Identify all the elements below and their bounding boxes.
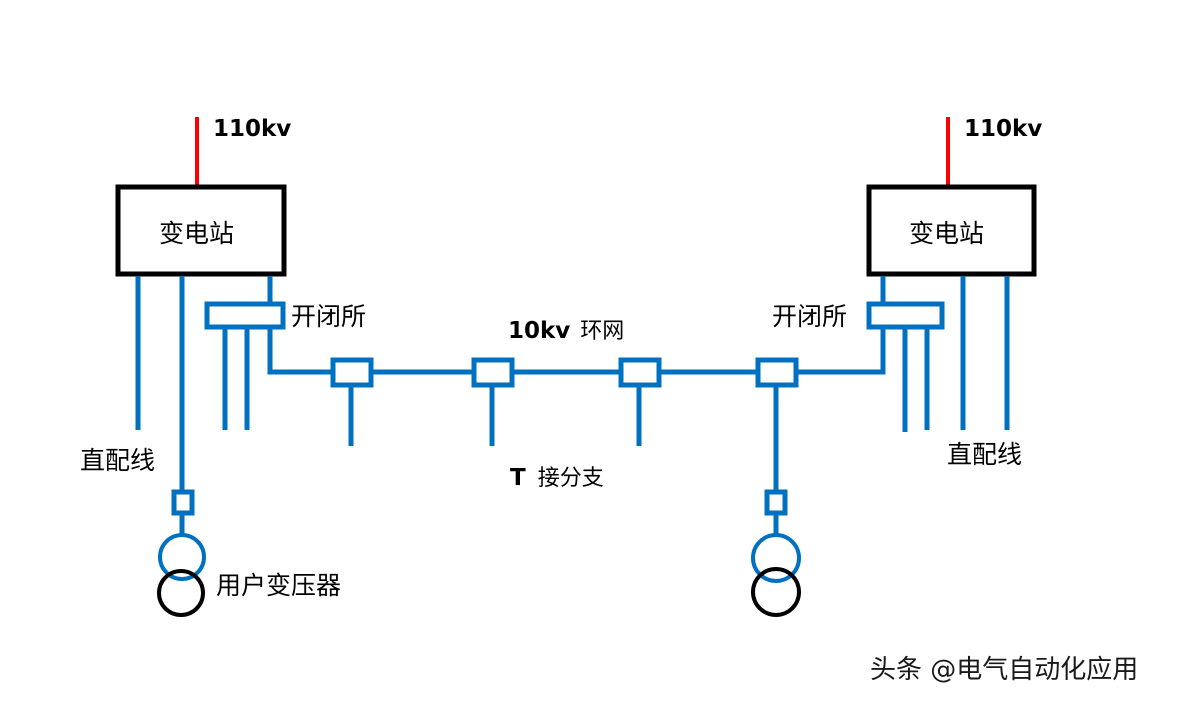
right-voltage-label: 110kv <box>964 116 1042 142</box>
t-branch-text: 接分支 <box>538 466 604 491</box>
transformer-label: 用户变压器 <box>216 571 341 600</box>
right-switching-station-label: 开闭所 <box>772 302 847 331</box>
left-substation-box <box>115 184 287 277</box>
left-transformer-switch <box>171 489 195 516</box>
t-branch-label: T 接分支 <box>510 465 604 491</box>
left-transformer-secondary-winding <box>157 569 205 617</box>
right-substation-label: 变电站 <box>909 219 984 248</box>
right-substation-box <box>866 184 1037 277</box>
right-transformer-secondary-winding <box>751 567 801 617</box>
watermark-text: 头条 @电气自动化应用 <box>870 655 1138 685</box>
left-substation-group: 110kv 变电站 直配线 开闭所 用户变压器 <box>80 116 366 617</box>
right-substation-group: 110kv 变电站 开闭所 直配线 <box>751 116 1042 617</box>
ring-switch-1 <box>330 357 374 388</box>
left-voltage-label: 110kv <box>213 116 291 142</box>
right-transformer-primary-winding <box>751 533 801 583</box>
ring-network-label: 10kv 环网 <box>508 318 624 344</box>
ring-switch-2 <box>471 357 515 388</box>
left-ring-connection <box>267 329 333 375</box>
left-switching-station-box <box>204 301 286 330</box>
ring-network-group: 10kv 环网 T 接分支 <box>330 318 886 492</box>
t-branch-letter: T <box>510 465 526 491</box>
ring-voltage-label: 10kv <box>508 318 570 344</box>
left-transformer-primary-winding <box>158 533 206 581</box>
ring-switch-4 <box>755 357 799 388</box>
right-ring-connection <box>796 329 886 375</box>
ring-type-label: 环网 <box>580 319 624 344</box>
right-switching-station-box <box>866 301 945 330</box>
left-switching-station-label: 开闭所 <box>291 302 366 331</box>
left-direct-feeder-label: 直配线 <box>80 446 155 475</box>
right-transformer-switch <box>764 489 788 516</box>
ring-switch-3 <box>618 357 662 388</box>
left-substation-label: 变电站 <box>159 219 234 248</box>
right-direct-feeder-label: 直配线 <box>947 440 1022 469</box>
